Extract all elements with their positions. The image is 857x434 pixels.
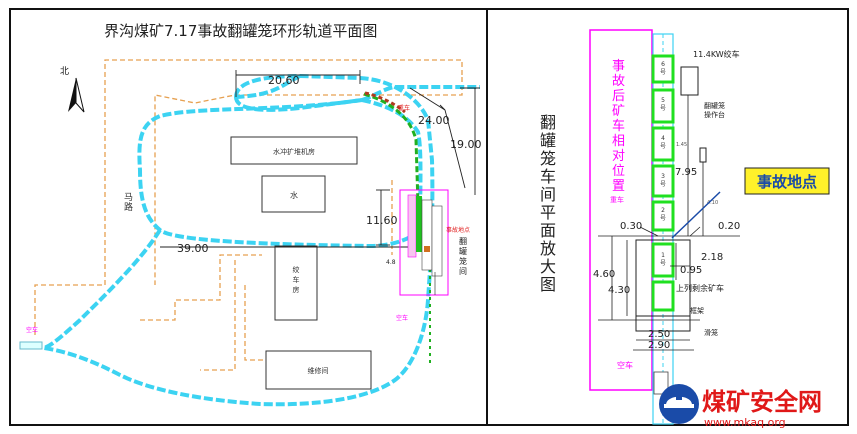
dim-0-95: 0.95 bbox=[680, 265, 702, 276]
dim-39-00: 39.00 bbox=[177, 242, 209, 255]
left-empty-car-label: 空车 bbox=[396, 314, 408, 322]
north-label: 北 bbox=[60, 66, 69, 77]
dim-7-95: 7.95 bbox=[675, 167, 697, 178]
right-empty-car-label: 空车 bbox=[617, 360, 633, 370]
svg-text:号: 号 bbox=[660, 69, 666, 76]
building-winch bbox=[274, 245, 318, 321]
dim-19-00: 19.00 bbox=[450, 138, 482, 151]
dim-4-60: 4.60 bbox=[593, 269, 615, 280]
last-car-label: 上列剩余矿车 bbox=[676, 283, 724, 293]
svg-text:号: 号 bbox=[660, 260, 666, 267]
right-heavy-car-label: 重车 bbox=[610, 195, 624, 204]
callout-arrow bbox=[671, 191, 721, 239]
car-labels: 6号 5号 4号 3号 2号 1号 bbox=[660, 61, 666, 267]
car-label-2: 2 bbox=[661, 207, 665, 214]
svg-text:号: 号 bbox=[660, 143, 666, 150]
watermark-name: 煤矿安全网 bbox=[702, 388, 822, 416]
right-dimension-labels: 7.95 0.30 0.20 2.18 4.60 4.30 0.95 2.50 … bbox=[593, 167, 740, 351]
building-water bbox=[261, 175, 326, 213]
loop-track bbox=[43, 73, 480, 407]
right-cars bbox=[651, 54, 675, 312]
magenta-caption: 事故后矿车相对位置 bbox=[612, 59, 625, 194]
right-dimension-lines bbox=[598, 95, 740, 351]
dim-4-8: 4.8 bbox=[386, 259, 396, 266]
accident-callout-box bbox=[744, 167, 830, 195]
building-compressor bbox=[230, 136, 358, 165]
svg-text:号: 号 bbox=[660, 105, 666, 112]
svg-text:号: 号 bbox=[660, 215, 666, 222]
car-label-5: 5 bbox=[661, 97, 665, 104]
left-cage-room-label: 翻罐笼间 bbox=[459, 237, 467, 276]
cage-frame bbox=[635, 239, 691, 332]
road-label: 马路 bbox=[124, 192, 133, 213]
dim-1-45: 1.45 bbox=[676, 142, 687, 148]
building-compressor-label: 水冲扩堆机房 bbox=[273, 147, 315, 156]
cage-label: 滑笼 bbox=[704, 328, 718, 337]
left-end-label: 空车 bbox=[26, 326, 38, 334]
dim-2-90: 2.90 bbox=[648, 340, 670, 351]
dim-4-10: 4.10 bbox=[707, 200, 718, 206]
frame-label: 框架 bbox=[690, 306, 704, 315]
winch-label: 11.4KW绞车 bbox=[693, 49, 740, 59]
cage-area-detail bbox=[407, 194, 443, 295]
dim-0-20: 0.20 bbox=[718, 221, 740, 232]
car-label-3: 3 bbox=[661, 173, 665, 180]
outer-frame bbox=[9, 8, 849, 426]
car-label-4: 4 bbox=[661, 135, 665, 142]
building-water-label: 水 bbox=[290, 190, 298, 200]
dim-20-60: 20.60 bbox=[268, 74, 300, 87]
dim-2-50: 2.50 bbox=[648, 329, 670, 340]
car-label-1: 1 bbox=[661, 252, 665, 259]
building-repair bbox=[265, 350, 372, 390]
operator-label: 翻罐笼操作台 bbox=[704, 101, 725, 119]
left-dimension-lines bbox=[160, 70, 480, 248]
operator-box bbox=[699, 147, 707, 163]
right-vertical-title: 翻罐笼车间平面放大图 bbox=[540, 113, 556, 294]
road-outlines bbox=[34, 59, 463, 371]
empty-car-box bbox=[653, 371, 669, 395]
watermark-logo bbox=[659, 384, 699, 424]
left-end-marker bbox=[19, 341, 43, 350]
left-accident-label: 事故地点 bbox=[446, 226, 470, 234]
building-winch-label: 绞车房 bbox=[293, 265, 300, 294]
accident-callout-text: 事故地点 bbox=[757, 173, 817, 191]
track-cars bbox=[363, 91, 431, 365]
north-arrow-icon bbox=[68, 77, 85, 113]
dim-4-30: 4.30 bbox=[608, 285, 630, 296]
dim-24-00: 24.00 bbox=[418, 114, 450, 127]
cage-room-box bbox=[399, 189, 449, 296]
building-repair-label: 维修间 bbox=[308, 366, 329, 375]
dim-2-18: 2.18 bbox=[701, 252, 723, 263]
left-plan-title: 界沟煤矿7.17事故翻罐笼环形轨道平面图 bbox=[104, 22, 377, 40]
watermark-url: www.mkaq.org bbox=[704, 416, 786, 429]
left-heavy-car-label: 重车 bbox=[398, 104, 410, 112]
dim-11-60: 11.60 bbox=[366, 214, 398, 227]
svg-text:号: 号 bbox=[660, 181, 666, 188]
dim-0-30: 0.30 bbox=[620, 221, 642, 232]
car-label-6: 6 bbox=[661, 61, 665, 68]
winch-box bbox=[680, 66, 699, 96]
